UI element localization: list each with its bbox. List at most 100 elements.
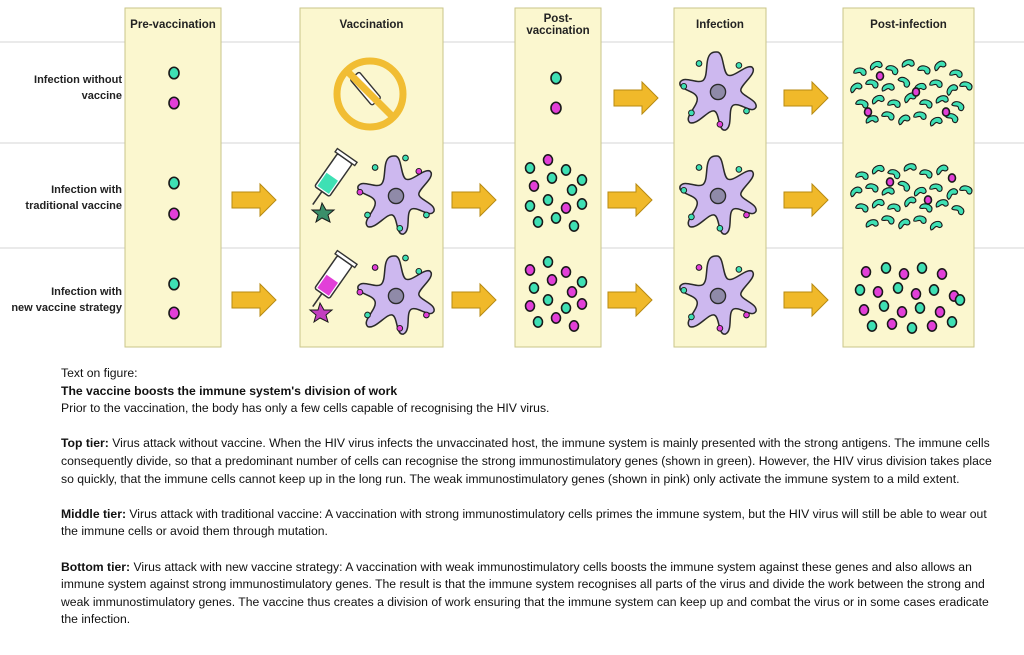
green-cell xyxy=(532,216,544,228)
green-cell xyxy=(524,200,536,212)
receptor-dot xyxy=(695,264,703,271)
antibody-shape xyxy=(850,82,863,94)
green-cell xyxy=(576,276,588,288)
green-cell xyxy=(954,294,966,306)
immune-cell xyxy=(356,154,435,235)
antibody-shape xyxy=(929,220,943,231)
antibody-shape xyxy=(934,60,947,72)
green-cell xyxy=(560,164,572,176)
green-cell xyxy=(906,322,918,334)
receptor-dot xyxy=(680,286,688,294)
antibody-shape xyxy=(897,76,911,88)
antibody-shape xyxy=(959,81,973,91)
green-cell xyxy=(566,184,578,196)
arrow-shape xyxy=(607,182,653,218)
antibody-shape xyxy=(913,186,927,197)
green-antibody xyxy=(887,169,901,180)
syringe-icon xyxy=(312,147,359,206)
antibody-shape xyxy=(898,114,911,126)
pink-cell xyxy=(923,195,933,205)
column-header: Vaccination xyxy=(339,19,404,31)
virus-icon xyxy=(308,301,334,324)
pink-cell xyxy=(910,288,922,300)
pink-cell xyxy=(911,87,921,97)
antibody-shape xyxy=(946,84,959,97)
green-antibody xyxy=(951,205,965,216)
green-antibody xyxy=(850,186,863,198)
receptor-dot xyxy=(735,266,743,273)
green-antibody xyxy=(897,180,911,192)
green-antibody xyxy=(855,203,869,213)
immune-nucleus xyxy=(709,187,727,205)
antibody-shape xyxy=(881,215,895,225)
figure-text: Text on figure: The vaccine boosts the i… xyxy=(61,365,1006,647)
antibody-shape xyxy=(951,101,965,112)
green-antibody xyxy=(919,169,933,179)
green-antibody xyxy=(936,164,949,176)
pink-cell xyxy=(896,306,908,318)
antibody-shape xyxy=(850,186,863,198)
antibody-shape xyxy=(951,205,965,216)
green-antibody xyxy=(881,215,895,225)
green-antibody xyxy=(929,183,943,192)
green-antibody xyxy=(897,76,911,88)
pink-cell xyxy=(926,320,938,332)
syringe-icon xyxy=(312,249,359,308)
receptor-dot xyxy=(415,267,423,275)
antibody-shape xyxy=(913,215,927,224)
green-cell xyxy=(542,194,554,206)
green-antibody xyxy=(887,203,901,212)
syringe-flange xyxy=(334,249,359,269)
green-antibody xyxy=(885,65,899,76)
arrow-icon xyxy=(607,282,653,318)
pink-cell xyxy=(875,71,885,81)
pink-cell xyxy=(858,304,870,316)
green-antibody xyxy=(929,79,943,88)
receptor-dot xyxy=(415,167,423,175)
pink-cell xyxy=(863,107,873,117)
green-cell xyxy=(568,220,580,232)
antibody-shape xyxy=(855,99,869,109)
pink-cell xyxy=(576,298,588,310)
antibody-shape xyxy=(935,95,949,104)
green-cell xyxy=(524,162,536,174)
pink-cell xyxy=(936,268,948,280)
virus-icon xyxy=(310,201,336,224)
receptor-dot xyxy=(743,107,750,115)
green-antibody xyxy=(881,187,895,196)
top-tier-paragraph: Top tier: Virus attack without vaccine. … xyxy=(61,435,1006,488)
green-cell xyxy=(880,262,892,274)
arrow-shape xyxy=(613,80,659,116)
receptor-dot xyxy=(356,188,364,196)
green-antibody xyxy=(887,99,901,108)
green-antibody xyxy=(850,82,863,94)
column-header: Post-vaccination xyxy=(526,13,590,37)
green-antibody xyxy=(949,69,963,78)
antibody-shape xyxy=(853,67,867,76)
green-cell xyxy=(542,256,554,268)
arrow-shape xyxy=(231,282,277,318)
green-antibody xyxy=(865,219,879,228)
antibody-shape xyxy=(897,180,911,192)
antibody-shape xyxy=(919,99,933,109)
receptor-dot xyxy=(688,109,695,117)
receptor-dot xyxy=(396,324,404,332)
green-cell xyxy=(914,302,926,314)
antibody-shape xyxy=(945,113,959,124)
antibody-shape xyxy=(901,59,915,68)
column-header: Pre-vaccination xyxy=(130,19,216,31)
antibody-shape xyxy=(929,116,943,127)
antibody-shape xyxy=(881,83,895,92)
column-header: Infection xyxy=(696,19,744,31)
immune-nucleus xyxy=(387,187,405,205)
antibody-shape xyxy=(865,79,879,89)
receptor-dot xyxy=(423,211,430,219)
pink-cell xyxy=(885,177,895,187)
pink-cell xyxy=(168,207,180,221)
green-cell xyxy=(560,302,572,314)
syringe-needle xyxy=(312,191,323,206)
receptor-dot xyxy=(735,62,743,69)
arrow-icon xyxy=(607,182,653,218)
green-cell xyxy=(168,176,180,190)
